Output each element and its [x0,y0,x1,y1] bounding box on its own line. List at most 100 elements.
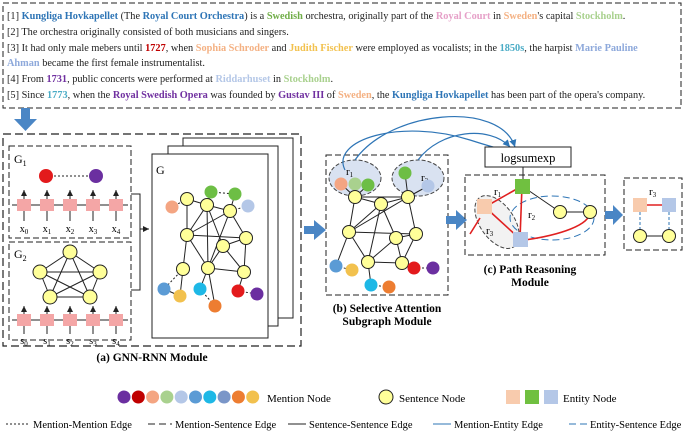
doc-line-1: [1] Kungliga Hovkapellet (The Royal Cour… [7,11,625,22]
doc-span: [2] The orchestra originally consisted o… [7,27,289,38]
g-label: G [156,163,165,177]
mention-swatch [117,390,131,404]
doc-line-3: [3] It had only male mebers until 1727, … [7,43,638,54]
legend-sentence-swatch [378,389,394,405]
doc-span: in [490,11,503,22]
doc-span: in [270,74,283,85]
entity-swatch [506,390,520,404]
sentence-node [82,289,98,305]
doc-span: , the harpist [524,43,575,54]
doc-span: of [324,90,338,101]
doc-span: Kungliga Hovkapellet [22,11,119,22]
path-caption-2: Module [511,277,549,289]
doc-span: Gustav III [278,90,324,101]
g1-label: G1 [14,152,27,168]
svg-text:s0: s0 [20,336,28,348]
svg-text:r3: r3 [486,225,494,238]
g1-rnn-row [12,190,128,221]
svg-text:r2: r2 [528,209,536,222]
legend-me-edge: Mention-Entity Edge [454,420,543,431]
mention-swatch [203,390,217,404]
down-arrow-icon [14,108,37,131]
logsumexp-label: logsumexp [501,151,556,165]
entity-swatch [525,390,539,404]
svg-text:s2: s2 [66,336,74,348]
doc-span: Sweden [504,11,538,22]
doc-span: Royal Court Orchestra [143,11,245,22]
doc-line-2: [2] The orchestra originally consisted o… [7,27,289,38]
doc-span: Ahman [7,58,40,69]
doc-line-6: [5] Since 1773, when the Royal Swedish O… [7,90,645,101]
doc-span: Royal Court [436,11,491,22]
svg-text:x0: x0 [20,224,29,236]
doc-span: , public concerts were performed at [67,74,215,85]
attention-caption-2: Subgraph Module [342,316,431,328]
svg-text:s4: s4 [112,336,120,348]
svg-text:r3: r3 [649,186,657,199]
mention-node [89,169,103,183]
doc-span: Sweden [338,90,372,101]
doc-span: Stockholm [284,74,331,85]
doc-span: and [269,43,289,54]
doc-span: [4] From [7,74,46,85]
doc-span: [5] Since [7,90,47,101]
legend-mention-node: Mention Node [267,393,331,405]
g2-rnn-row [12,306,128,334]
doc-span: . [623,11,626,22]
sentence-node [92,264,108,280]
doc-span: 1850s [500,43,525,54]
doc-span: Swedish [267,11,303,22]
mention-node [39,169,53,183]
doc-span: Sophia Schroder [196,43,270,54]
doc-line-4: Ahman became the first female instrument… [7,58,205,69]
svg-text:x2: x2 [66,224,75,236]
document-text-box: [1] Kungliga Hovkapellet (The Royal Cour… [2,2,682,109]
doc-span: became the first female instrumentalist. [40,58,205,69]
legend-ms-edge: Mention-Sentence Edge [175,420,277,431]
legend-sentence-node: Sentence Node [399,393,465,405]
g2-label: G2 [14,247,27,263]
path-reasoning-module: logsumexp r1 r2 r3 (c) Path Reasoning Mo… [464,146,606,289]
arrow-c-to-result-icon [605,205,623,225]
svg-text:x3: x3 [89,224,98,236]
legend-mm-edge: Mention-Mention Edge [33,420,132,431]
doc-line-5: [4] From 1731, public concerts were perf… [7,74,333,85]
doc-span: , when the [68,90,113,101]
sentence-node [62,244,78,260]
legend-ss-edge: Sentence-Sentence Edge [309,420,413,431]
doc-span: Riddarhuset [215,74,270,85]
mention-swatch [246,390,260,404]
doc-span: was founded by [208,90,278,101]
mention-node-swatches [117,390,260,404]
doc-span: 1731 [46,74,67,85]
svg-text:r1: r1 [346,166,354,179]
entity-swatch [544,390,558,404]
sentence-node [32,264,48,280]
doc-span: Royal Swedish Opera [113,90,208,101]
arrow-a-to-b-icon [304,220,326,240]
doc-span: 1727 [145,43,166,54]
mention-swatch [174,390,188,404]
doc-span: , the [372,90,392,101]
mention-swatch [146,390,160,404]
doc-span: Marie Pauline [575,43,638,54]
attention-caption-1: (b) Selective Attention [333,303,442,315]
doc-span: 's capital [537,11,575,22]
mention-swatch [131,390,145,404]
svg-text:x1: x1 [43,224,52,236]
doc-span: orchestra, originally part of the [303,11,436,22]
sentence-node [42,289,58,305]
arrow-b-to-c-icon [446,210,467,230]
svg-text:s3: s3 [89,336,97,348]
doc-span: Stockholm [576,11,623,22]
legend: Mention Node Sentence Node Entity Node M… [6,389,682,431]
gnn-rnn-module: G1 x0 x1 x2 x3 x4 G2 [2,133,302,364]
legend-entity-node: Entity Node [563,393,617,405]
doc-span: (The [118,11,143,22]
doc-span: ) is a [244,11,267,22]
doc-span: Kungliga Hovkapellet [392,90,489,101]
selective-attention-module: r1 r2 [325,154,449,328]
doc-span: were employed as vocalists; in the [353,43,500,54]
path-caption-1: (c) Path Reasoning [484,264,577,276]
